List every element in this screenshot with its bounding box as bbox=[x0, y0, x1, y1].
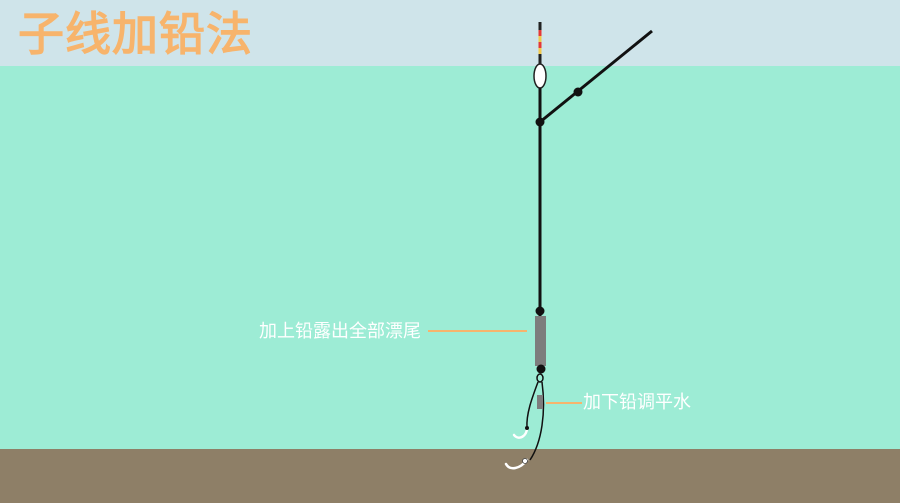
fishing-rod bbox=[539, 29, 653, 124]
hook-upper-eye bbox=[525, 426, 529, 430]
upper-sinker-label: 加上铅露出全部漂尾 bbox=[259, 321, 421, 342]
hook-leader-short bbox=[526, 381, 539, 429]
lower-stop-knot bbox=[536, 364, 546, 374]
float-stop-knot bbox=[535, 117, 545, 127]
float-antenna bbox=[538, 22, 542, 64]
swivel bbox=[536, 373, 544, 383]
rod-guide-knot bbox=[573, 87, 583, 97]
upper-sinker bbox=[535, 316, 546, 366]
upper-sinker-stop-knot bbox=[535, 306, 545, 316]
sky-background bbox=[0, 0, 900, 66]
lower-sinker-label: 加下铅调平水 bbox=[583, 392, 691, 413]
water-background bbox=[0, 66, 900, 449]
ground-bottom bbox=[0, 449, 900, 503]
lower-sinker bbox=[537, 395, 543, 409]
hook-upper bbox=[512, 426, 529, 439]
hook-lower-bait bbox=[522, 458, 528, 464]
float-body bbox=[533, 63, 547, 89]
hook-leader-long bbox=[529, 381, 545, 461]
diagram-title: 子线加铅法 bbox=[18, 7, 253, 61]
